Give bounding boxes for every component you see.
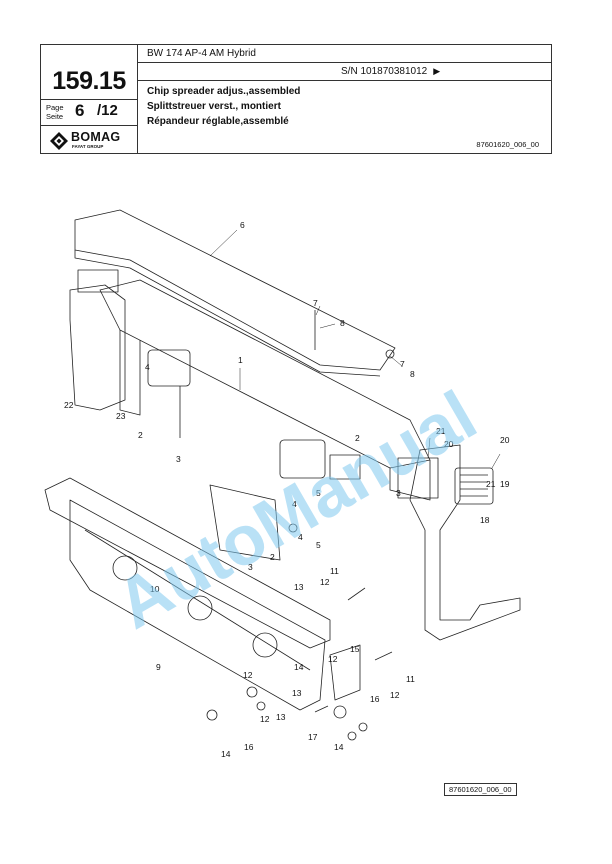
callout-label: 4: [298, 532, 303, 542]
callout-label: 20: [500, 435, 510, 445]
callout-label: 12: [320, 577, 330, 587]
brand-name: BOMAG: [71, 130, 121, 144]
group-number: 159.15: [52, 67, 126, 95]
callout-label: 22: [64, 400, 74, 410]
serial-text: S/N 101870381012: [341, 66, 428, 77]
drawing-reference: 87601620_006_00: [476, 140, 539, 149]
mounting-plate: [209, 484, 281, 561]
callout-label: 3: [396, 488, 401, 498]
bomag-logo: BOMAG FAYAT GROUP: [49, 130, 131, 152]
divider: [137, 45, 138, 153]
side-plate: [329, 644, 361, 701]
cylinder-right: [279, 439, 326, 479]
title-german: Splittstreuer verst., montiert: [147, 101, 281, 112]
callout-label: 13: [276, 712, 286, 722]
divider: [137, 80, 551, 81]
callout-label: 12: [260, 714, 270, 724]
callout-label: 5: [316, 540, 321, 550]
title-english: Chip spreader adjus.,assembled: [147, 86, 301, 97]
callout-label: 7: [400, 359, 405, 369]
callout-label: 6: [240, 220, 245, 230]
lower-rail: [44, 477, 331, 649]
callout-label: 15: [350, 644, 360, 654]
callout-label: 16: [244, 742, 254, 752]
page-current: 6: [75, 101, 85, 120]
callout-label: 12: [243, 670, 253, 680]
page-label-en: Page: [46, 103, 64, 112]
callout-label: 3: [176, 454, 181, 464]
page-total: /12: [97, 102, 118, 119]
callout-label: 11: [330, 566, 339, 576]
callout-label: 16: [370, 694, 380, 704]
callout-label: 18: [480, 515, 490, 525]
callout-label: 12: [390, 690, 400, 700]
callout-label: 17: [308, 732, 318, 742]
title-block: BW 174 AP-4 AM Hybrid S/N 101870381012▶ …: [40, 44, 552, 154]
callout-label: 11: [406, 674, 415, 684]
callout-label: 20: [444, 439, 454, 449]
page-label-de: Seite: [46, 112, 64, 121]
arrow-right-icon: ▶: [433, 66, 441, 76]
callout-label: 13: [292, 688, 302, 698]
callout-label: 23: [116, 411, 126, 421]
title-french: Répandeur réglable,assemblé: [147, 116, 289, 127]
page-label: Page Seite: [46, 103, 64, 121]
callout-label: 21: [436, 426, 446, 436]
callout-label: 3: [248, 562, 253, 572]
callout-label: 8: [340, 318, 345, 328]
exploded-parts-drawing: 6 7 8 7 8 1 4 22 23 2 3 2 5 4 4 5 2 3 3 …: [44, 209, 521, 759]
divider: [41, 125, 137, 126]
callout-label: 19: [500, 479, 510, 489]
callout-label: 9: [156, 662, 161, 672]
callout-label: 1: [238, 355, 243, 365]
cover-plate: [74, 209, 396, 371]
callout-label: 2: [138, 430, 143, 440]
callout-label: 4: [145, 362, 150, 372]
machine-model: BW 174 AP-4 AM Hybrid: [147, 48, 256, 59]
watermark-text: AutoManual: [103, 376, 489, 644]
serial-number: S/N 101870381012 ▶: [341, 66, 440, 77]
divider: [41, 99, 137, 100]
callout-label: 7: [313, 298, 318, 308]
callout-label: 2: [270, 552, 275, 562]
callout-label: 2: [355, 433, 360, 443]
bomag-diamond-icon: [50, 132, 68, 150]
callout-label: 8: [410, 369, 415, 379]
callout-label: 13: [294, 582, 304, 592]
footer-drawing-reference: 87601620_006_00: [444, 783, 517, 796]
valve-block: [454, 467, 494, 505]
brand-subtitle: FAYAT GROUP: [72, 144, 104, 149]
callout-label: 14: [294, 662, 304, 672]
callout-label: 12: [328, 654, 338, 664]
right-arm: [409, 444, 521, 641]
lower-frame: [69, 499, 326, 711]
callout-label: 21: [486, 479, 496, 489]
callout-label: 14: [334, 742, 344, 752]
left-bracket: [69, 284, 126, 411]
divider: [137, 62, 551, 63]
callout-label: 14: [221, 749, 231, 759]
callout-label: 10: [150, 584, 160, 594]
callout-label: 5: [316, 488, 321, 498]
callout-label: 4: [292, 499, 297, 509]
cylinder-left: [147, 349, 191, 387]
